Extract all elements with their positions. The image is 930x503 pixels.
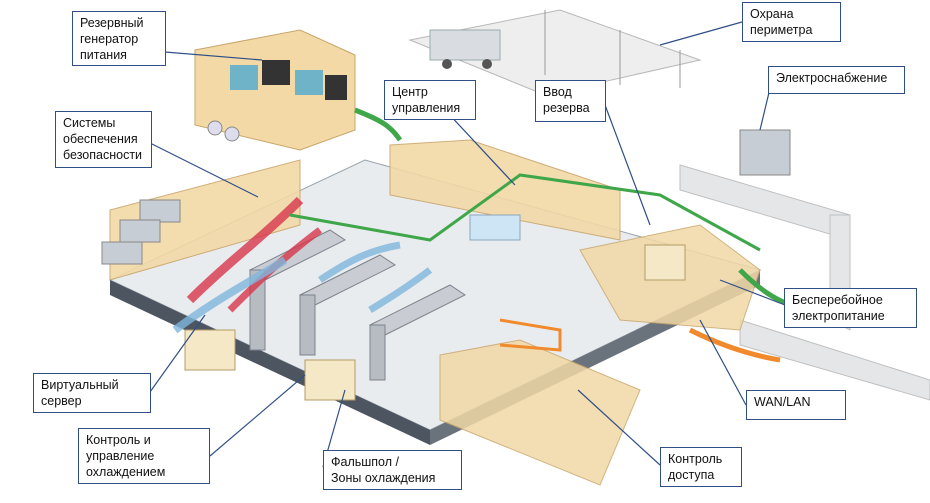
callout-virtual-server: Виртуальный сервер bbox=[33, 373, 151, 413]
callout-cooling-control: Контроль и управление охлаждением bbox=[78, 428, 210, 484]
callout-backup-input: Ввод резерва bbox=[535, 80, 606, 122]
perimeter-fence bbox=[408, 9, 702, 96]
callout-control-center: Центр управления bbox=[384, 80, 476, 120]
callout-perimeter-security: Охрана периметра bbox=[742, 2, 841, 42]
callout-ups: Бесперебойное электропитание bbox=[784, 288, 917, 328]
callout-backup-generator: Резервный генератор питания bbox=[72, 11, 166, 66]
generator-building bbox=[194, 29, 356, 151]
callout-security-systems: Системы обеспечения безопасности bbox=[55, 111, 152, 168]
transformer bbox=[739, 129, 791, 176]
control-center-room bbox=[469, 214, 521, 241]
leader-lines bbox=[149, 21, 786, 468]
cooling-units bbox=[101, 199, 181, 265]
callout-raised-floor: Фальшпол / Зоны охлаждения bbox=[323, 450, 462, 490]
air-flows bbox=[172, 196, 433, 334]
callout-wan-lan: WAN/LAN bbox=[746, 390, 846, 420]
cabinets bbox=[184, 214, 686, 401]
callout-access-control: Контроль доступа bbox=[660, 447, 742, 487]
power-road bbox=[679, 129, 930, 401]
callout-power-supply: Электроснабжение bbox=[768, 66, 905, 94]
